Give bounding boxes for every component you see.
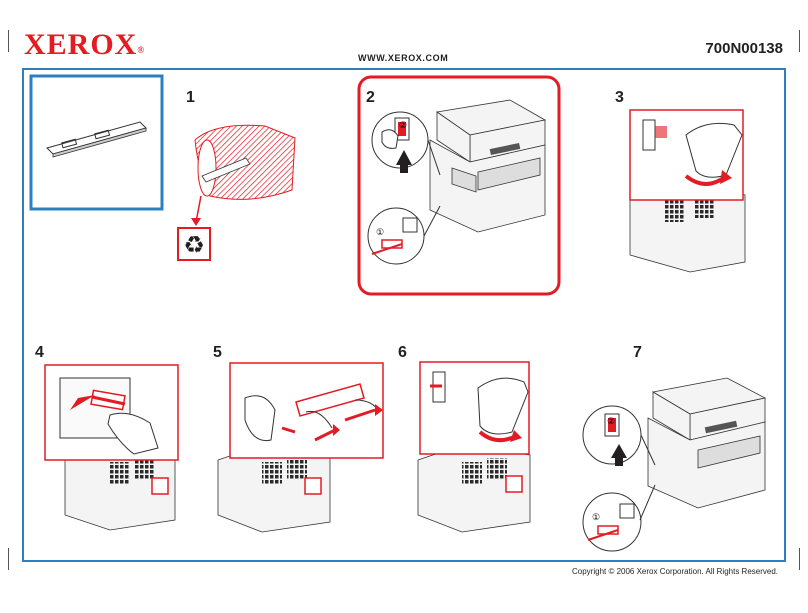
step7-panel xyxy=(582,377,767,552)
recycle-icon: ♻ xyxy=(177,227,211,261)
step-number-2: 2 xyxy=(366,89,375,106)
step4-panel xyxy=(44,364,179,531)
step2-panel xyxy=(357,75,561,296)
crop-mark xyxy=(8,548,9,570)
svg-text:♻: ♻ xyxy=(183,231,205,259)
callout-press-label: ② xyxy=(399,120,407,130)
crop-mark xyxy=(799,548,800,570)
crop-mark xyxy=(8,30,9,52)
crop-mark xyxy=(799,30,800,52)
website-url: WWW.XEROX.COM xyxy=(358,53,449,63)
callout-plug-label: ① xyxy=(592,512,600,522)
step6-panel xyxy=(417,361,531,533)
instruction-frame xyxy=(22,68,786,562)
step-number-7: 7 xyxy=(633,344,642,361)
step-number-3: 3 xyxy=(615,89,624,106)
step5-panel xyxy=(217,362,384,533)
copyright-notice: Copyright © 2006 Xerox Corporation. All … xyxy=(572,567,778,576)
callout-press-label: ② xyxy=(607,416,615,426)
step-number-1: 1 xyxy=(186,89,195,106)
xerox-logo: XEROX® xyxy=(24,28,146,61)
step-number-6: 6 xyxy=(398,344,407,361)
step-number-5: 5 xyxy=(213,344,222,361)
step-number-4: 4 xyxy=(35,344,44,361)
step3-panel xyxy=(629,109,746,273)
callout-plug-label: ① xyxy=(376,227,384,237)
part-number: 700N00138 xyxy=(705,40,783,57)
packaging-wrap xyxy=(191,124,296,226)
kit-panel xyxy=(29,74,164,211)
